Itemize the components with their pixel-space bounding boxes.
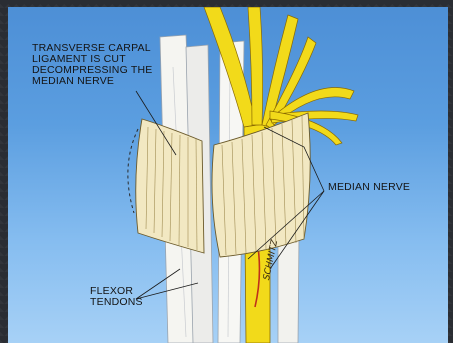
ligament-label: TRANSVERSE CARPAL LIGAMENT IS CUT DECOMP… [32, 43, 152, 87]
illustration-panel: TRANSVERSE CARPAL LIGAMENT IS CUT DECOMP… [8, 7, 448, 343]
flexor-tendons-label: FLEXOR TENDONS [90, 286, 143, 308]
median-nerve-label: MEDIAN NERVE [328, 182, 410, 193]
